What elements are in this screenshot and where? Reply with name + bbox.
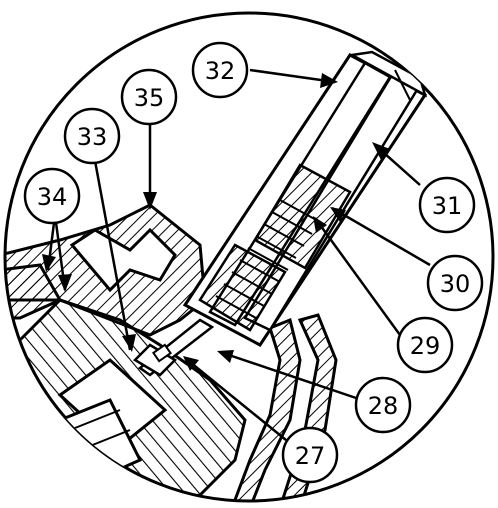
callout-c30: 30	[426, 254, 484, 312]
callout-label-27: 27	[295, 442, 326, 470]
callout-c29: 29	[396, 316, 454, 374]
callout-c33: 33	[63, 107, 121, 165]
callout-label-28: 28	[368, 392, 399, 420]
callout-label-29: 29	[410, 332, 441, 360]
callout-c31: 31	[418, 176, 476, 234]
tube-assembly	[182, 50, 428, 347]
callout-label-34: 34	[37, 183, 68, 211]
callout-c28: 28	[354, 376, 412, 434]
callout-c35: 35	[120, 68, 178, 126]
callout-label-33: 33	[77, 123, 108, 151]
callout-label-31: 31	[432, 192, 463, 220]
callout-label-30: 30	[440, 270, 471, 298]
callout-c27: 27	[281, 426, 339, 484]
callout-label-35: 35	[134, 84, 165, 112]
arrowheads	[42, 73, 390, 371]
callout-label-32: 32	[205, 57, 236, 85]
right-housing-wall	[229, 317, 302, 501]
leader-lines	[46, 68, 431, 441]
housing-flange	[5, 263, 63, 320]
callout-c32: 32	[191, 41, 249, 99]
needle-pin	[132, 318, 215, 377]
callout-c34: 34	[23, 167, 81, 225]
